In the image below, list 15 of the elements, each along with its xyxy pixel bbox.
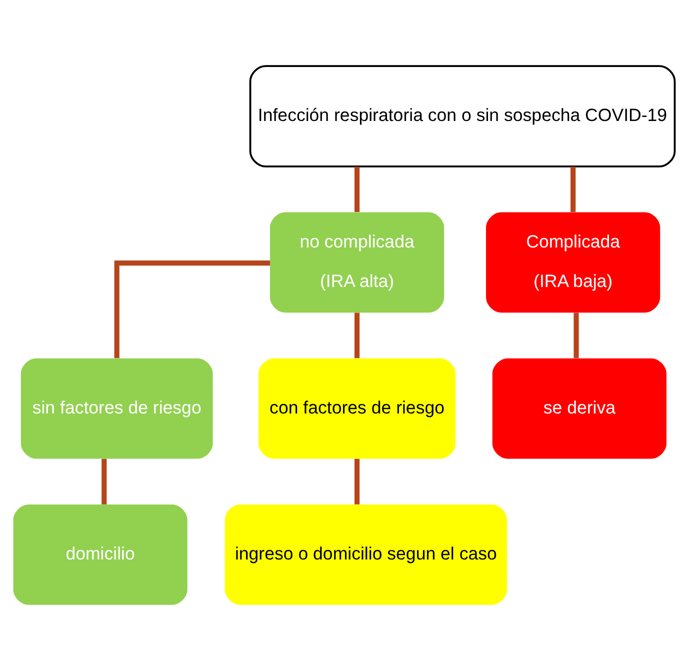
node-box: Infección respiratoria con o sin sospecha COVID-19 — [249, 64, 676, 167]
connector — [570, 166, 576, 212]
node-box: ingreso o domicilio segun el caso — [224, 504, 507, 604]
node-box: sin factores de riesgo — [20, 358, 213, 458]
connector — [354, 458, 360, 504]
node-box: domicilio — [13, 504, 188, 604]
connector — [354, 312, 360, 358]
connector — [102, 458, 107, 504]
connector — [114, 260, 270, 358]
connector — [574, 312, 579, 358]
node-box: Complicada (IRA baja) — [486, 212, 660, 312]
node-box: no complicada (IRA alta) — [270, 212, 444, 312]
node-box: con factores de riesgo — [258, 358, 456, 458]
node-box: se deriva — [492, 358, 666, 458]
connector — [354, 166, 360, 212]
